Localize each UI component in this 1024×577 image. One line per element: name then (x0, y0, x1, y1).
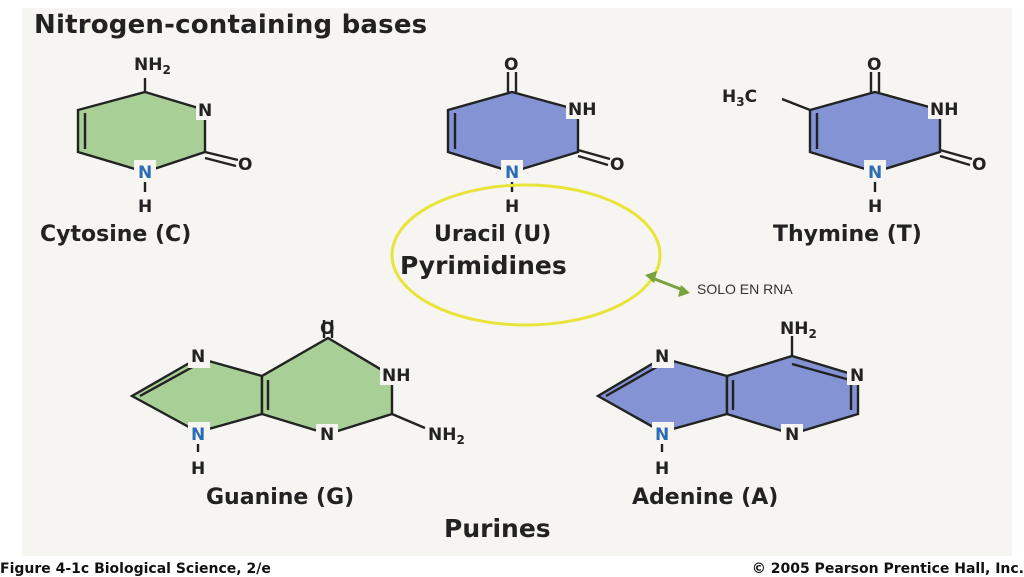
guanine-nh-label: NH (382, 366, 410, 386)
adenine-label: Adenine (A) (632, 485, 779, 510)
thymine-n1-label: N (868, 163, 882, 183)
uracil-structure: O NH O N H (446, 55, 624, 217)
guanine-n3-label: N (320, 425, 334, 445)
cytosine-label: Cytosine (C) (40, 222, 192, 247)
figure-title: Nitrogen-containing bases (34, 10, 428, 40)
thymine-structure: O H3C NH O N H (722, 55, 986, 217)
pyrimidines-label: Pyrimidines (400, 251, 567, 280)
guanine-o-label: O (320, 319, 334, 339)
solo-en-rna-note: SOLO EN RNA (697, 281, 793, 297)
double-arrow-icon (645, 271, 690, 297)
adenine-n9-label: N (655, 425, 669, 445)
guanine-structure: O N NH N N NH2 H (129, 319, 465, 479)
adenine-n1-label: N (850, 366, 864, 386)
purines-label: Purines (444, 514, 551, 543)
guanine-h-label: H (191, 459, 205, 479)
uracil-nh-label: NH (568, 100, 596, 120)
guanine-label: Guanine (G) (206, 485, 355, 510)
adenine-structure: NH2 N N N N H (595, 319, 869, 479)
uracil-o-right-label: O (610, 155, 624, 175)
thymine-label: Thymine (T) (773, 222, 922, 247)
uracil-label: Uracil (U) (434, 222, 552, 247)
uracil-h-label: H (505, 197, 519, 217)
guanine-n9-label: N (191, 425, 205, 445)
footer-figure-caption: Figure 4-1c Biological Science, 2/e (0, 561, 271, 577)
adenine-n7-label: N (655, 347, 669, 367)
cytosine-o-label: O (238, 155, 252, 175)
adenine-nh2-label: NH2 (780, 319, 817, 341)
adenine-n3-label: N (785, 425, 799, 445)
uracil-n1-label: N (505, 163, 519, 183)
uracil-highlight-circle (390, 183, 662, 327)
thymine-o-top-label: O (867, 55, 881, 75)
thymine-h-label: H (868, 197, 882, 217)
cytosine-nh2-label: NH2 (134, 55, 171, 77)
footer-copyright: © 2005 Pearson Prentice Hall, Inc. (751, 561, 1024, 577)
thymine-h3c-label: H3C (722, 87, 757, 109)
guanine-n7-label: N (191, 347, 205, 367)
cytosine-n1-label: N (138, 163, 152, 183)
guanine-nh2-label: NH2 (428, 425, 465, 447)
cytosine-h-label: H (138, 197, 152, 217)
thymine-nh-label: NH (930, 100, 958, 120)
thymine-o-right-label: O (972, 155, 986, 175)
adenine-h-label: H (655, 459, 669, 479)
cytosine-n3-label: N (198, 101, 212, 121)
uracil-o-top-label: O (504, 55, 518, 75)
cytosine-structure: NH2 N O N H (76, 55, 252, 217)
